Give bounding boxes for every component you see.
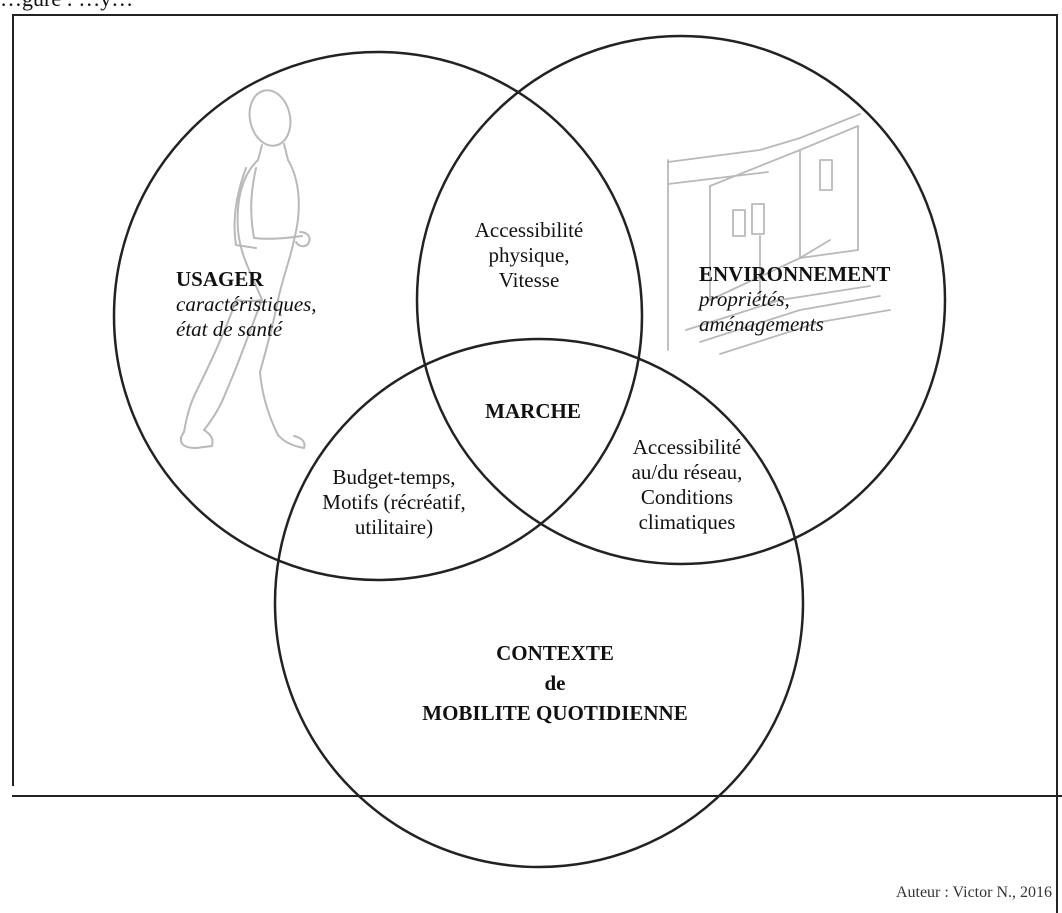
usager-description-line2: état de santé bbox=[176, 317, 283, 341]
overlap-ec-line3: Conditions bbox=[640, 485, 734, 509]
overlap-uc-line2: Motifs (récréatif, bbox=[322, 490, 466, 514]
overlap-ec-line1: Accessibilité bbox=[632, 435, 742, 459]
environnement-description-line1: propriétés, bbox=[699, 287, 790, 311]
bottom-rule bbox=[12, 795, 1062, 797]
overlap-usager-contexte: Budget-temps, Motifs (récréatif, utilita… bbox=[322, 465, 465, 540]
environnement-title: ENVIRONNEMENT bbox=[699, 262, 891, 286]
frame-right-tick bbox=[1056, 786, 1058, 913]
contexte-de: de bbox=[544, 671, 566, 695]
usager-label-group: USAGER caractéristiques, état de santé bbox=[176, 267, 317, 342]
contexte-title: CONTEXTE bbox=[496, 641, 614, 665]
pedestrian-sketch-icon bbox=[179, 89, 311, 449]
center-label: MARCHE bbox=[485, 399, 581, 423]
environnement-circle bbox=[415, 34, 947, 566]
overlap-ec-line2: au/du réseau, bbox=[631, 460, 743, 484]
overlap-ue-line1: Accessibilité bbox=[474, 218, 584, 242]
contexte-label-group: CONTEXTE de MOBILITE QUOTIDIENNE bbox=[422, 638, 687, 728]
overlap-environnement-contexte: Accessibilité au/du réseau, Conditions c… bbox=[632, 435, 743, 535]
overlap-usager-environnement: Accessibilité physique, Vitesse bbox=[475, 218, 583, 293]
contexte-subtitle: MOBILITE QUOTIDIENNE bbox=[422, 701, 688, 725]
diagram-frame bbox=[12, 14, 1058, 786]
overlap-ec-line4: climatiques bbox=[638, 510, 736, 534]
usager-title: USAGER bbox=[176, 267, 264, 291]
top-caption: …gure : …y… bbox=[0, 0, 133, 10]
overlap-ue-line3: Vitesse bbox=[498, 268, 560, 292]
usager-description-line1: caractéristiques, bbox=[176, 292, 317, 316]
overlap-uc-line1: Budget-temps, bbox=[332, 465, 456, 489]
author-credit: Auteur : Victor N., 2016 bbox=[895, 884, 1052, 901]
building-sketch-icon bbox=[667, 113, 891, 355]
environnement-label-group: ENVIRONNEMENT propriétés, aménagements bbox=[699, 262, 890, 337]
usager-circle bbox=[112, 50, 644, 582]
environnement-description-line2: aménagements bbox=[699, 312, 824, 336]
overlap-ue-line2: physique, bbox=[488, 243, 570, 267]
contexte-circle bbox=[273, 337, 805, 869]
overlap-uc-line3: utilitaire) bbox=[354, 515, 434, 539]
